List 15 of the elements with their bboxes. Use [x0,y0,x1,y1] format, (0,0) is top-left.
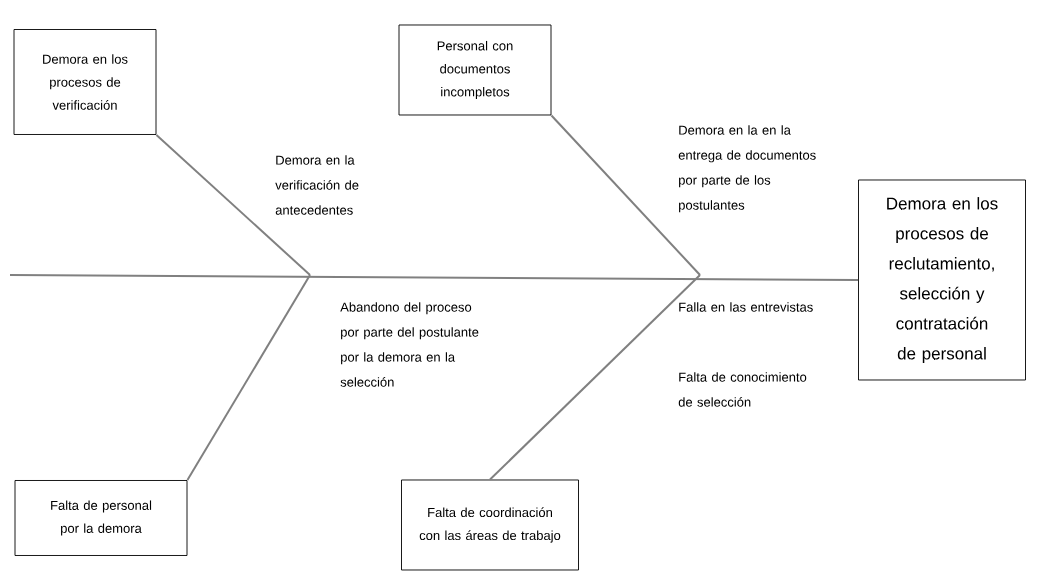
spine-line [9,274,860,281]
bone-line [489,274,701,481]
cause-box: Falta de coordinación con las áreas de trabajo [401,479,579,571]
effect-box: Demora en los procesos de reclutamiento, selección y contratación de personal [858,179,1026,381]
cause-box: Demora en los procesos de verificación [13,29,157,135]
cause-label: Falla en las entrevistas [679,302,813,312]
cause-label: Demora en la en la entrega de documentos por parte de los postulantes [678,125,816,213]
cause-label: Demora en la verificación de antecedentes [275,155,359,215]
cause-box: Falta de personal por la demora [14,480,188,556]
cause-label: Falta de conocimiento de selección [678,372,807,407]
cause-label: Abandono del proceso por parte del postulante por la demora en la selección [340,302,479,387]
bone-line [186,274,311,482]
cause-box: Personal con documentos incompletos [398,24,552,116]
bone-line [155,133,311,276]
bone-line [550,114,701,276]
